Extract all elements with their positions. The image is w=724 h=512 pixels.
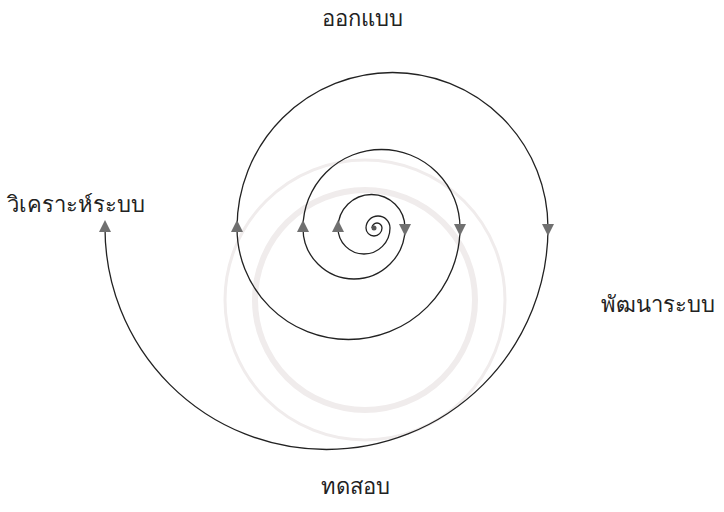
- watermark-ring: [225, 160, 505, 440]
- phase-label: ออกแบบ: [319, 6, 406, 32]
- arrowhead-down: [454, 224, 466, 236]
- arrowhead-up: [297, 220, 309, 232]
- phase-label: พัฒนาระบบ: [598, 292, 718, 318]
- arrowhead-down: [542, 224, 554, 236]
- arrowhead-up: [231, 220, 243, 232]
- spiral-center: [372, 226, 377, 231]
- phase-label: ทดสอบ: [318, 474, 393, 500]
- arrowhead-up: [99, 220, 111, 232]
- arrowheads: [99, 220, 554, 236]
- watermark: [225, 160, 505, 440]
- arrowhead-down: [399, 224, 411, 236]
- spiral-line: [105, 72, 548, 449]
- arrowhead-up: [332, 220, 344, 232]
- phase-label: วิเคราะห์ระบบ: [4, 192, 148, 218]
- watermark-ring: [255, 190, 475, 410]
